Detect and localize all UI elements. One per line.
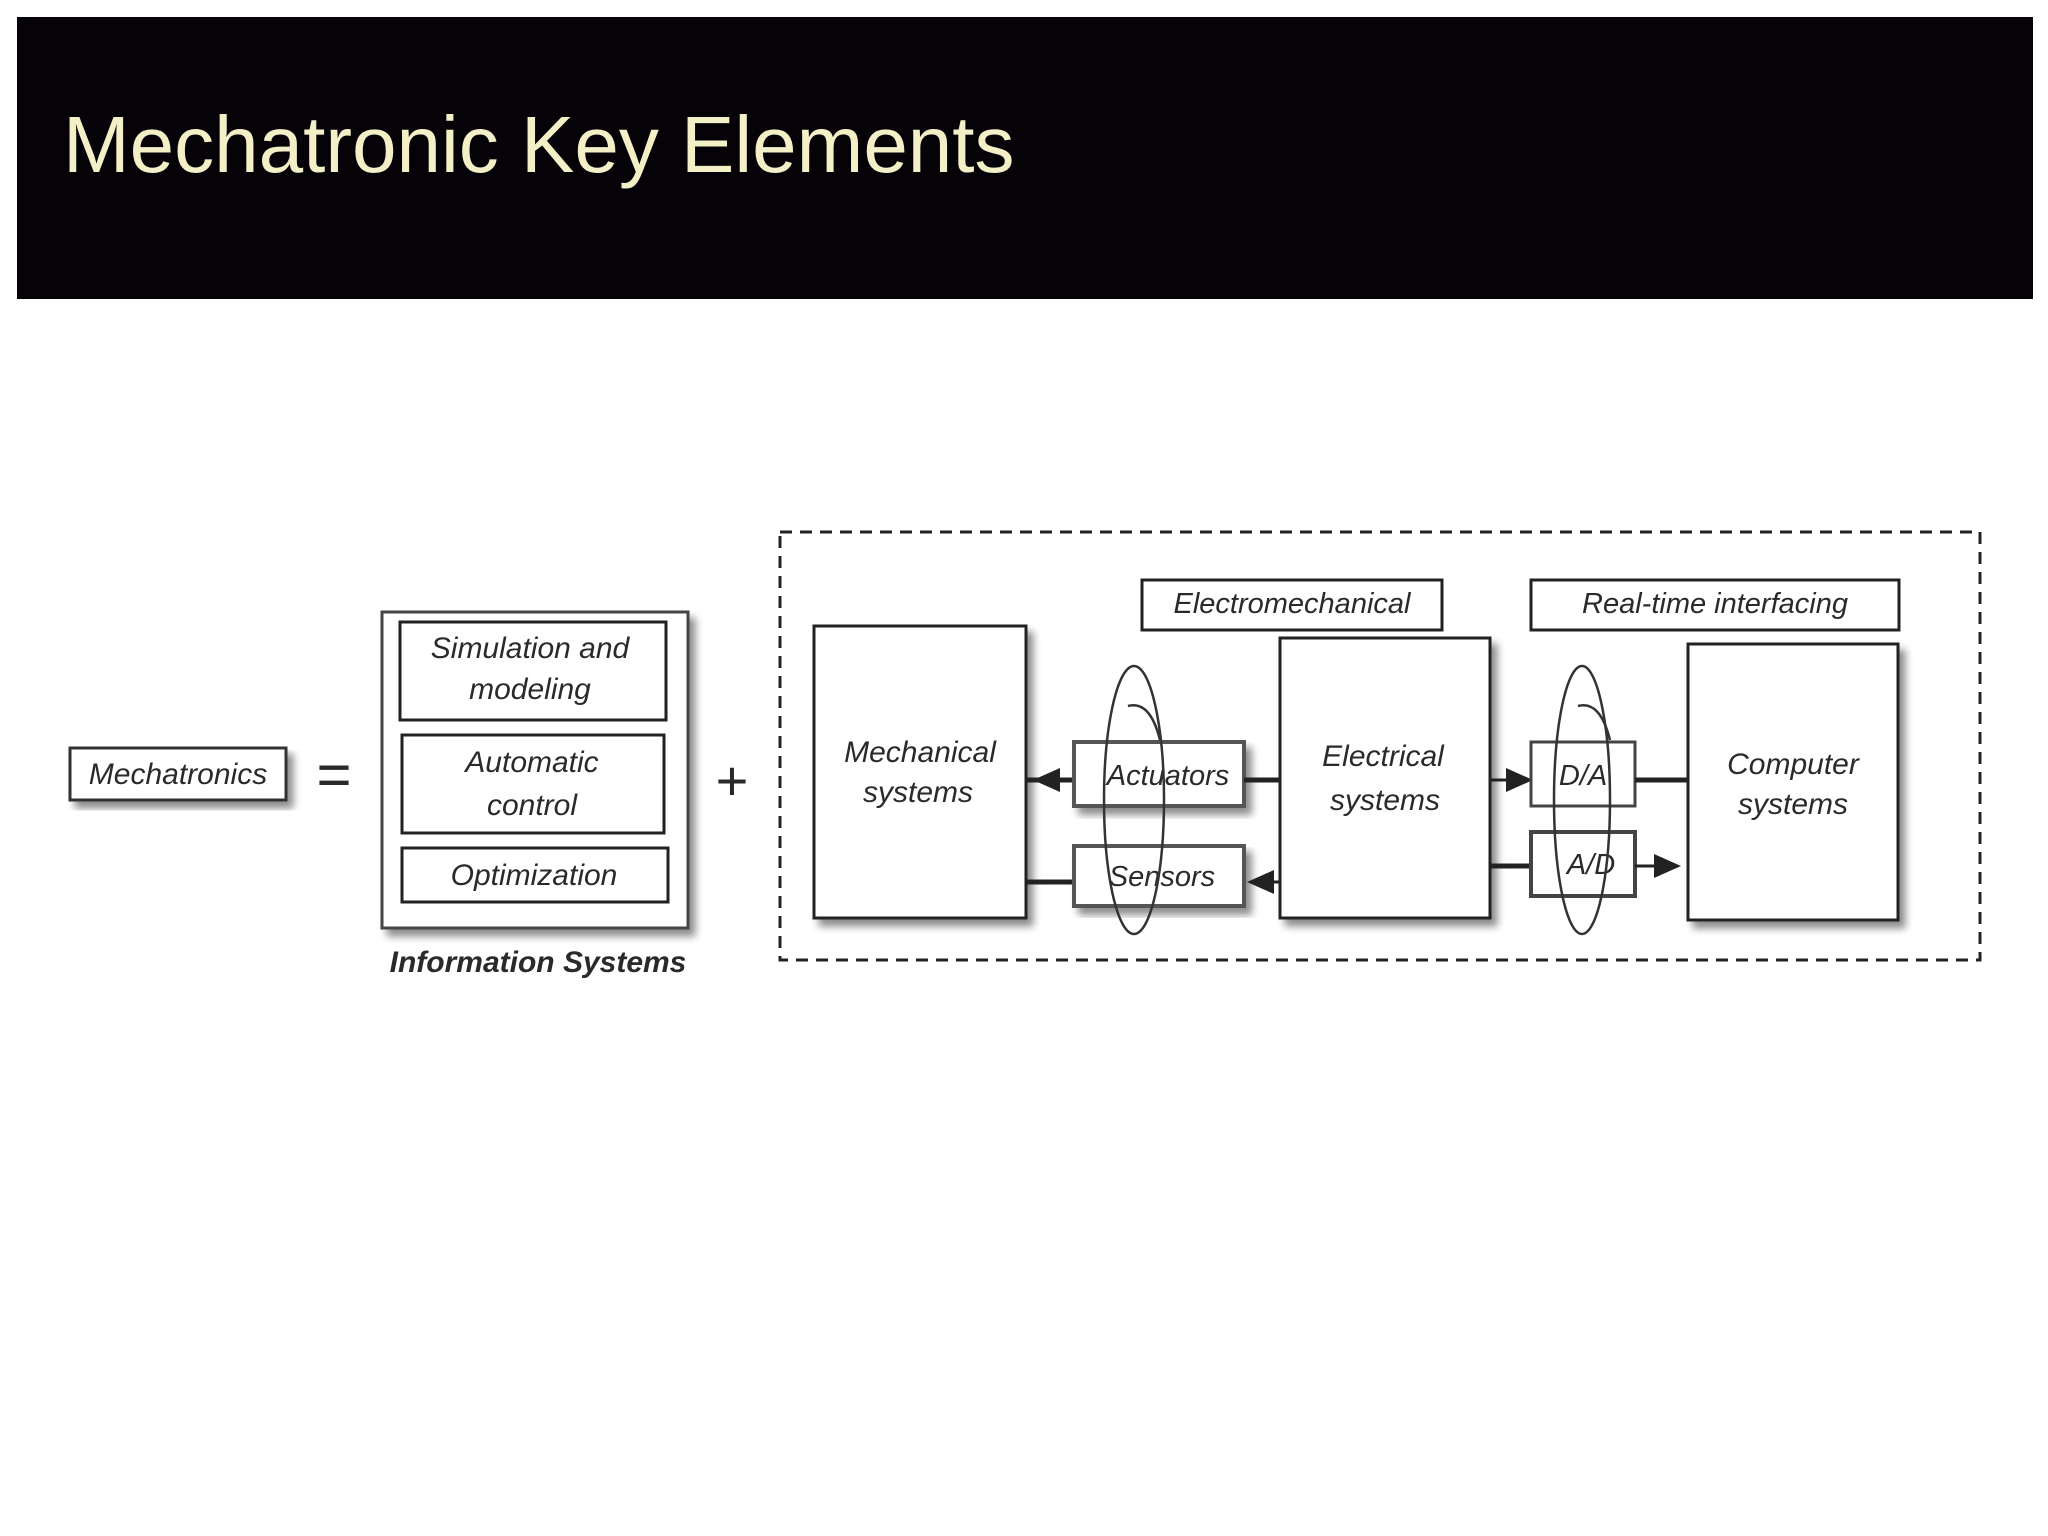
information-systems-caption: Information Systems (390, 946, 687, 979)
realtime-loop-tail (1577, 703, 1612, 741)
optimization-box (400, 846, 670, 904)
electromechanical-label-box: Electromechanical (1140, 578, 1444, 632)
automatic-control-line2: control (487, 789, 578, 822)
sensors-node: Sensors (1072, 844, 1246, 908)
computer-systems-node: Computer systems (1686, 642, 1900, 922)
sensors-label: Sensors (1109, 861, 1215, 893)
da-label: D/A (1559, 760, 1607, 792)
realtime-label-box: Real-time interfacing (1529, 578, 1901, 632)
plus-sign: + (716, 749, 749, 812)
mechatronics-label: Mechatronics (89, 758, 267, 791)
title-bar: Mechatronic Key Elements (17, 17, 2033, 299)
computer-label-line1: Computer (1727, 748, 1860, 781)
electrical-systems-node: Electrical systems (1278, 636, 1492, 920)
simulation-label-line2: modeling (469, 673, 591, 706)
mechanical-systems-node: Mechanical systems (812, 624, 1028, 920)
actuators-node: Actuators (1072, 740, 1246, 808)
ad-node: A/D (1529, 830, 1637, 898)
computer-label-line2: systems (1738, 788, 1848, 821)
simulation-label-line1: Simulation and (431, 632, 631, 665)
information-systems-group: Simulation and modeling Automatic contro… (380, 610, 690, 979)
realtime-loop (1552, 664, 1612, 936)
mechanical-label-line2: systems (863, 776, 973, 809)
electromechanical-loop (1102, 664, 1166, 936)
mechatronics-node: Mechatronics (68, 746, 288, 802)
simulation-modeling-box (398, 620, 668, 722)
automatic-control-line1: Automatic (463, 746, 598, 779)
mechanical-label-line1: Mechanical (844, 736, 997, 769)
automatic-control-box (400, 733, 666, 835)
da-node: D/A (1529, 740, 1637, 808)
hardware-dashed-frame (778, 530, 1982, 962)
actuators-label: Actuators (1105, 760, 1230, 792)
electromechanical-label: Electromechanical (1174, 588, 1412, 620)
optimization-label: Optimization (451, 859, 618, 892)
electromechanical-loop-tail (1127, 703, 1162, 741)
realtime-label: Real-time interfacing (1582, 588, 1848, 620)
equals-sign: = (316, 741, 351, 808)
slide-title: Mechatronic Key Elements (63, 100, 1015, 189)
electrical-label-line1: Electrical (1322, 740, 1445, 773)
electrical-label-line2: systems (1330, 784, 1440, 817)
